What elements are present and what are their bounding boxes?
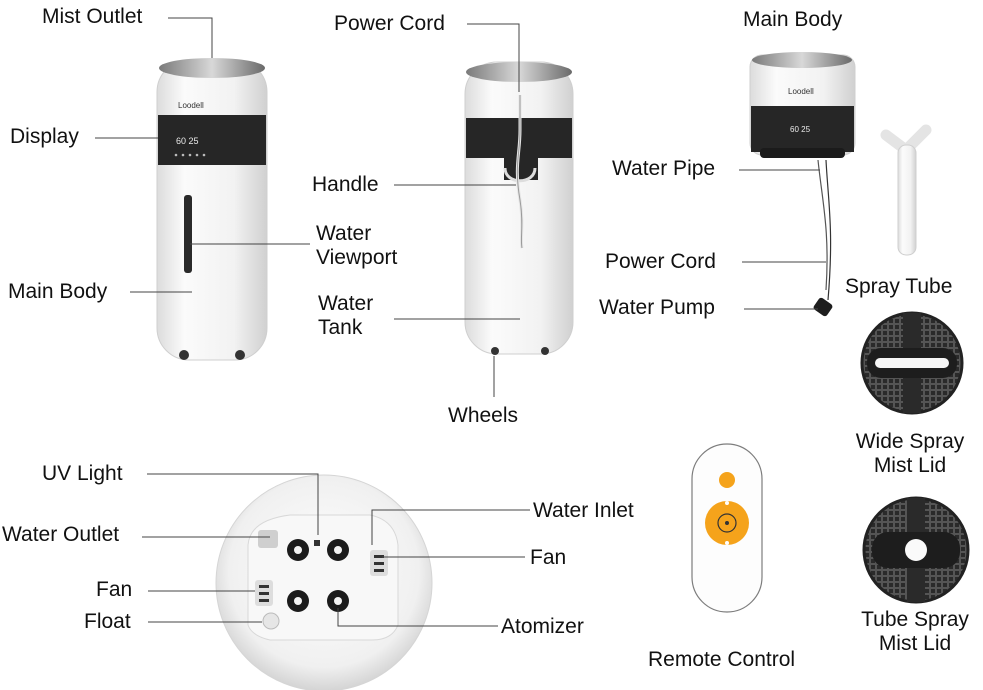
svg-text:60 25: 60 25 <box>790 125 811 134</box>
display-readout: 60 25 <box>176 136 199 146</box>
label-water-tank: Water Tank <box>318 292 373 340</box>
label-spray-tube: Spray Tube <box>845 275 953 298</box>
water-viewport-window <box>184 195 192 273</box>
label-remote-control: Remote Control <box>648 648 796 671</box>
label-main-body-right: Main Body <box>743 8 843 31</box>
tube-spray-lid <box>862 496 970 604</box>
label-power-cord-right: Power Cord <box>605 250 716 273</box>
label-tube-spray-lid: Tube Spray Mist Lid <box>850 608 980 656</box>
label-wide-spray-lid-line2: Mist Lid <box>873 454 947 478</box>
label-handle: Handle <box>312 173 379 196</box>
label-water-tank-line1: Water <box>318 292 374 315</box>
label-water-pump: Water Pump <box>599 296 715 319</box>
label-wide-spray-lid: Wide Spray Mist Lid <box>845 430 975 478</box>
label-atomizer: Atomizer <box>501 615 584 638</box>
label-fan-left: Fan <box>96 578 133 601</box>
label-wide-spray-lid-line1: Wide Spray <box>855 430 965 453</box>
brand-logo: Loodell <box>178 101 204 110</box>
label-wheels: Wheels <box>448 404 519 427</box>
humidifier-back <box>464 61 574 355</box>
label-tube-spray-lid-line1: Tube Spray <box>861 608 969 631</box>
humidifier-front: 60 25 Loodell <box>156 58 268 361</box>
main-body-unit: Loodell 60 25 <box>749 52 856 317</box>
label-display: Display <box>10 125 79 148</box>
label-main-body-left: Main Body <box>8 280 108 303</box>
wide-spray-lid <box>860 311 964 415</box>
leader-lines <box>95 17 826 627</box>
label-water-tank-line2: Tank <box>318 316 363 340</box>
label-water-viewport-line1: Water <box>316 222 372 245</box>
label-fan-right: Fan <box>530 546 567 569</box>
label-water-viewport-line2: Viewport <box>316 246 398 270</box>
spray-tube <box>880 124 932 256</box>
label-uv-light: UV Light <box>42 462 123 485</box>
label-tube-spray-lid-line2: Mist Lid <box>878 632 952 656</box>
label-float: Float <box>84 610 131 633</box>
water-pump-shape <box>813 297 833 317</box>
remote-control <box>691 443 763 613</box>
label-water-inlet: Water Inlet <box>533 499 634 522</box>
svg-text:Loodell: Loodell <box>788 87 814 96</box>
label-water-viewport: Water Viewport <box>316 222 397 270</box>
label-mist-outlet: Mist Outlet <box>42 5 143 28</box>
label-water-outlet: Water Outlet <box>2 523 120 546</box>
base-bottom-view <box>215 474 433 690</box>
label-water-pipe: Water Pipe <box>612 157 716 180</box>
label-power-cord-top: Power Cord <box>334 12 445 35</box>
